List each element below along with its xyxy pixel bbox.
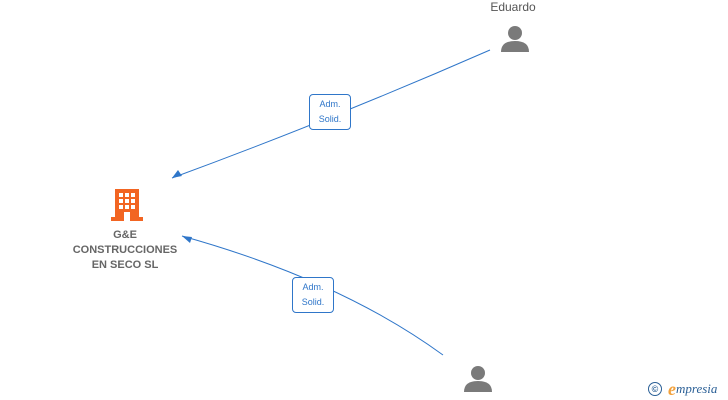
relation-role-line: Solid. bbox=[301, 297, 325, 307]
brand-logo-initial: e bbox=[668, 379, 676, 399]
edge-arrowhead-eduardo bbox=[172, 170, 182, 178]
company-name-line: EN SECO SL bbox=[91, 259, 159, 271]
relation-role-line: Adm. bbox=[319, 99, 341, 109]
person-icon bbox=[501, 26, 529, 52]
company-name-line: CONSTRUCCIONES bbox=[72, 244, 178, 256]
company-name[interactable]: G&E CONSTRUCCIONES EN SECO SL bbox=[55, 228, 195, 273]
empresia-watermark: © e mpresia bbox=[648, 378, 717, 400]
relation-role-line: Solid. bbox=[318, 114, 342, 124]
brand-logo-text: mpresia bbox=[676, 381, 718, 396]
edge-arrowhead-second-person bbox=[182, 236, 192, 243]
person-name-eduardo[interactable]: Eduardo bbox=[490, 0, 536, 14]
company-name-line: G&E bbox=[113, 229, 137, 241]
building-icon bbox=[111, 189, 143, 221]
relation-badge-second-person[interactable]: Adm. Solid. bbox=[292, 277, 334, 313]
person-icon bbox=[464, 366, 492, 392]
copyright-icon: © bbox=[648, 382, 662, 396]
relation-role-line: Adm. bbox=[302, 282, 324, 292]
relation-badge-eduardo[interactable]: Adm. Solid. bbox=[309, 94, 351, 130]
